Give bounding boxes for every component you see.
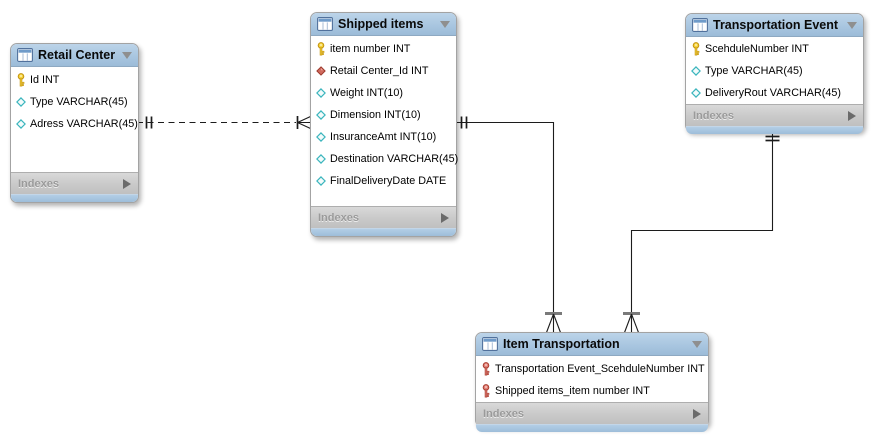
table-header[interactable]: Transportation Event <box>686 14 863 37</box>
indexes-row[interactable]: Indexes <box>11 172 138 194</box>
column-row[interactable]: Transportation Event_ScehduleNumber INT <box>476 358 708 380</box>
table-transportation-event: Transportation Event ScehduleNumber INT … <box>685 13 864 134</box>
column-row[interactable]: Retail Center_Id INT <box>311 60 456 82</box>
column-label: ScehduleNumber INT <box>705 43 809 55</box>
table-bottom-strip <box>476 424 708 432</box>
table-title: Retail Center <box>38 48 116 62</box>
indexes-label: Indexes <box>693 109 734 122</box>
indexes-row[interactable]: Indexes <box>476 402 708 424</box>
primary-key-icon <box>16 73 26 87</box>
table-icon <box>482 337 498 351</box>
indexes-label: Indexes <box>483 407 524 420</box>
indexes-row[interactable]: Indexes <box>686 104 863 126</box>
column-row[interactable]: Weight INT(10) <box>311 82 456 104</box>
table-item-transportation: Item Transportation Transportation Event… <box>475 332 709 432</box>
nullable-column-icon <box>691 66 701 76</box>
table-header[interactable]: Retail Center <box>11 44 138 67</box>
column-row[interactable]: item number INT <box>311 38 456 60</box>
column-label: Transportation Event_ScehduleNumber INT <box>495 363 705 375</box>
expand-arrow-icon[interactable] <box>441 212 449 223</box>
nullable-column-icon <box>16 97 26 107</box>
expand-arrow-icon[interactable] <box>693 408 701 419</box>
indexes-label: Indexes <box>318 211 359 224</box>
foreign-key-icon <box>316 66 326 76</box>
indexes-label: Indexes <box>18 177 59 190</box>
collapse-arrow-icon[interactable] <box>122 51 132 59</box>
expand-arrow-icon[interactable] <box>123 178 131 189</box>
primary-key-icon <box>316 42 326 56</box>
column-label: item number INT <box>330 43 411 55</box>
expand-arrow-icon[interactable] <box>848 110 856 121</box>
primary-key-icon <box>691 42 701 56</box>
relationship-retailcenter-shippeditems[interactable] <box>137 116 311 129</box>
table-title: Shipped items <box>338 17 424 31</box>
table-shipped-items: Shipped items item number INT Retail Cen… <box>310 12 459 237</box>
nullable-column-icon <box>316 110 326 120</box>
column-row[interactable]: Destination VARCHAR(45) <box>311 148 459 170</box>
collapse-arrow-icon[interactable] <box>692 340 702 348</box>
column-row[interactable]: Adress VARCHAR(45) <box>11 113 138 135</box>
column-label: Type VARCHAR(45) <box>705 65 803 77</box>
relationship-shippeditems-itemtransportation[interactable] <box>455 116 562 333</box>
nullable-column-icon <box>316 132 326 142</box>
column-label: InsuranceAmt INT(10) <box>330 131 437 143</box>
table-icon <box>17 48 33 62</box>
column-label: FinalDeliveryDate DATE <box>330 175 447 187</box>
column-list: ScehduleNumber INT Type VARCHAR(45) Deli… <box>686 37 863 104</box>
column-label: Destination VARCHAR(45) <box>330 153 459 165</box>
column-row[interactable]: FinalDeliveryDate DATE <box>311 170 456 192</box>
table-header[interactable]: Item Transportation <box>476 333 708 356</box>
nullable-column-icon <box>316 154 326 164</box>
nullable-column-icon <box>16 119 26 129</box>
column-row[interactable]: InsuranceAmt INT(10) <box>311 126 456 148</box>
column-list: Transportation Event_ScehduleNumber INT … <box>476 356 708 402</box>
table-icon <box>692 18 708 32</box>
column-row[interactable]: ScehduleNumber INT <box>686 38 863 60</box>
column-row[interactable]: Type VARCHAR(45) <box>11 91 138 113</box>
collapse-arrow-icon[interactable] <box>847 21 857 29</box>
primary-foreign-key-icon <box>481 362 491 376</box>
nullable-column-icon <box>316 88 326 98</box>
table-header[interactable]: Shipped items <box>311 13 456 36</box>
table-bottom-strip <box>311 228 456 236</box>
column-label: Dimension INT(10) <box>330 109 421 121</box>
column-list: Id INT Type VARCHAR(45) Adress VARCHAR(4… <box>11 67 138 172</box>
column-row[interactable]: Shipped items_item number INT <box>476 380 708 402</box>
column-label: DeliveryRout VARCHAR(45) <box>705 87 841 99</box>
collapse-arrow-icon[interactable] <box>440 20 450 28</box>
column-label: Shipped items_item number INT <box>495 385 650 397</box>
table-retail-center: Retail Center Id INT Type VARCHAR(45) Ad… <box>10 43 139 203</box>
relationship-transportationevent-itemtransportation[interactable] <box>623 130 780 333</box>
nullable-column-icon <box>691 88 701 98</box>
table-title: Transportation Event <box>713 18 839 32</box>
column-row[interactable]: Type VARCHAR(45) <box>686 60 863 82</box>
table-icon <box>317 17 333 31</box>
column-label: Retail Center_Id INT <box>330 65 429 77</box>
column-label: Type VARCHAR(45) <box>30 96 128 108</box>
indexes-row[interactable]: Indexes <box>311 206 456 228</box>
column-label: Id INT <box>30 74 60 86</box>
column-row[interactable]: Id INT <box>11 69 138 91</box>
column-label: Adress VARCHAR(45) <box>30 118 138 130</box>
nullable-column-icon <box>316 176 326 186</box>
table-bottom-strip <box>686 126 863 134</box>
column-label: Weight INT(10) <box>330 87 404 99</box>
column-row[interactable]: DeliveryRout VARCHAR(45) <box>686 82 863 104</box>
table-bottom-strip <box>11 194 138 202</box>
table-title: Item Transportation <box>503 337 620 351</box>
column-row[interactable]: Dimension INT(10) <box>311 104 456 126</box>
column-list: item number INT Retail Center_Id INT Wei… <box>311 36 459 206</box>
primary-foreign-key-icon <box>481 384 491 398</box>
